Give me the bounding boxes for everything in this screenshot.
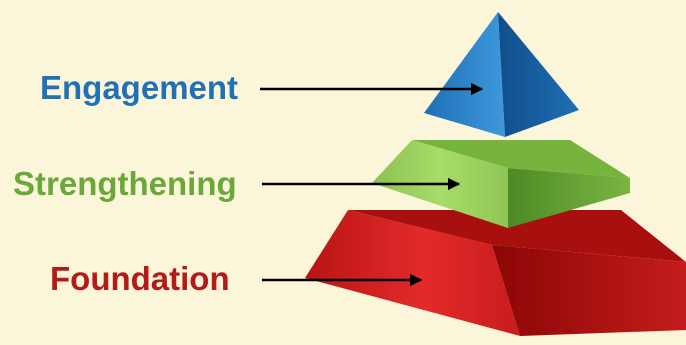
foundation-label: Foundation (50, 260, 230, 297)
engagement-label: Engagement (40, 69, 239, 106)
strengthening-label: Strengthening (13, 165, 237, 202)
foundation-tier (305, 210, 686, 336)
engagement-tier (424, 12, 579, 137)
